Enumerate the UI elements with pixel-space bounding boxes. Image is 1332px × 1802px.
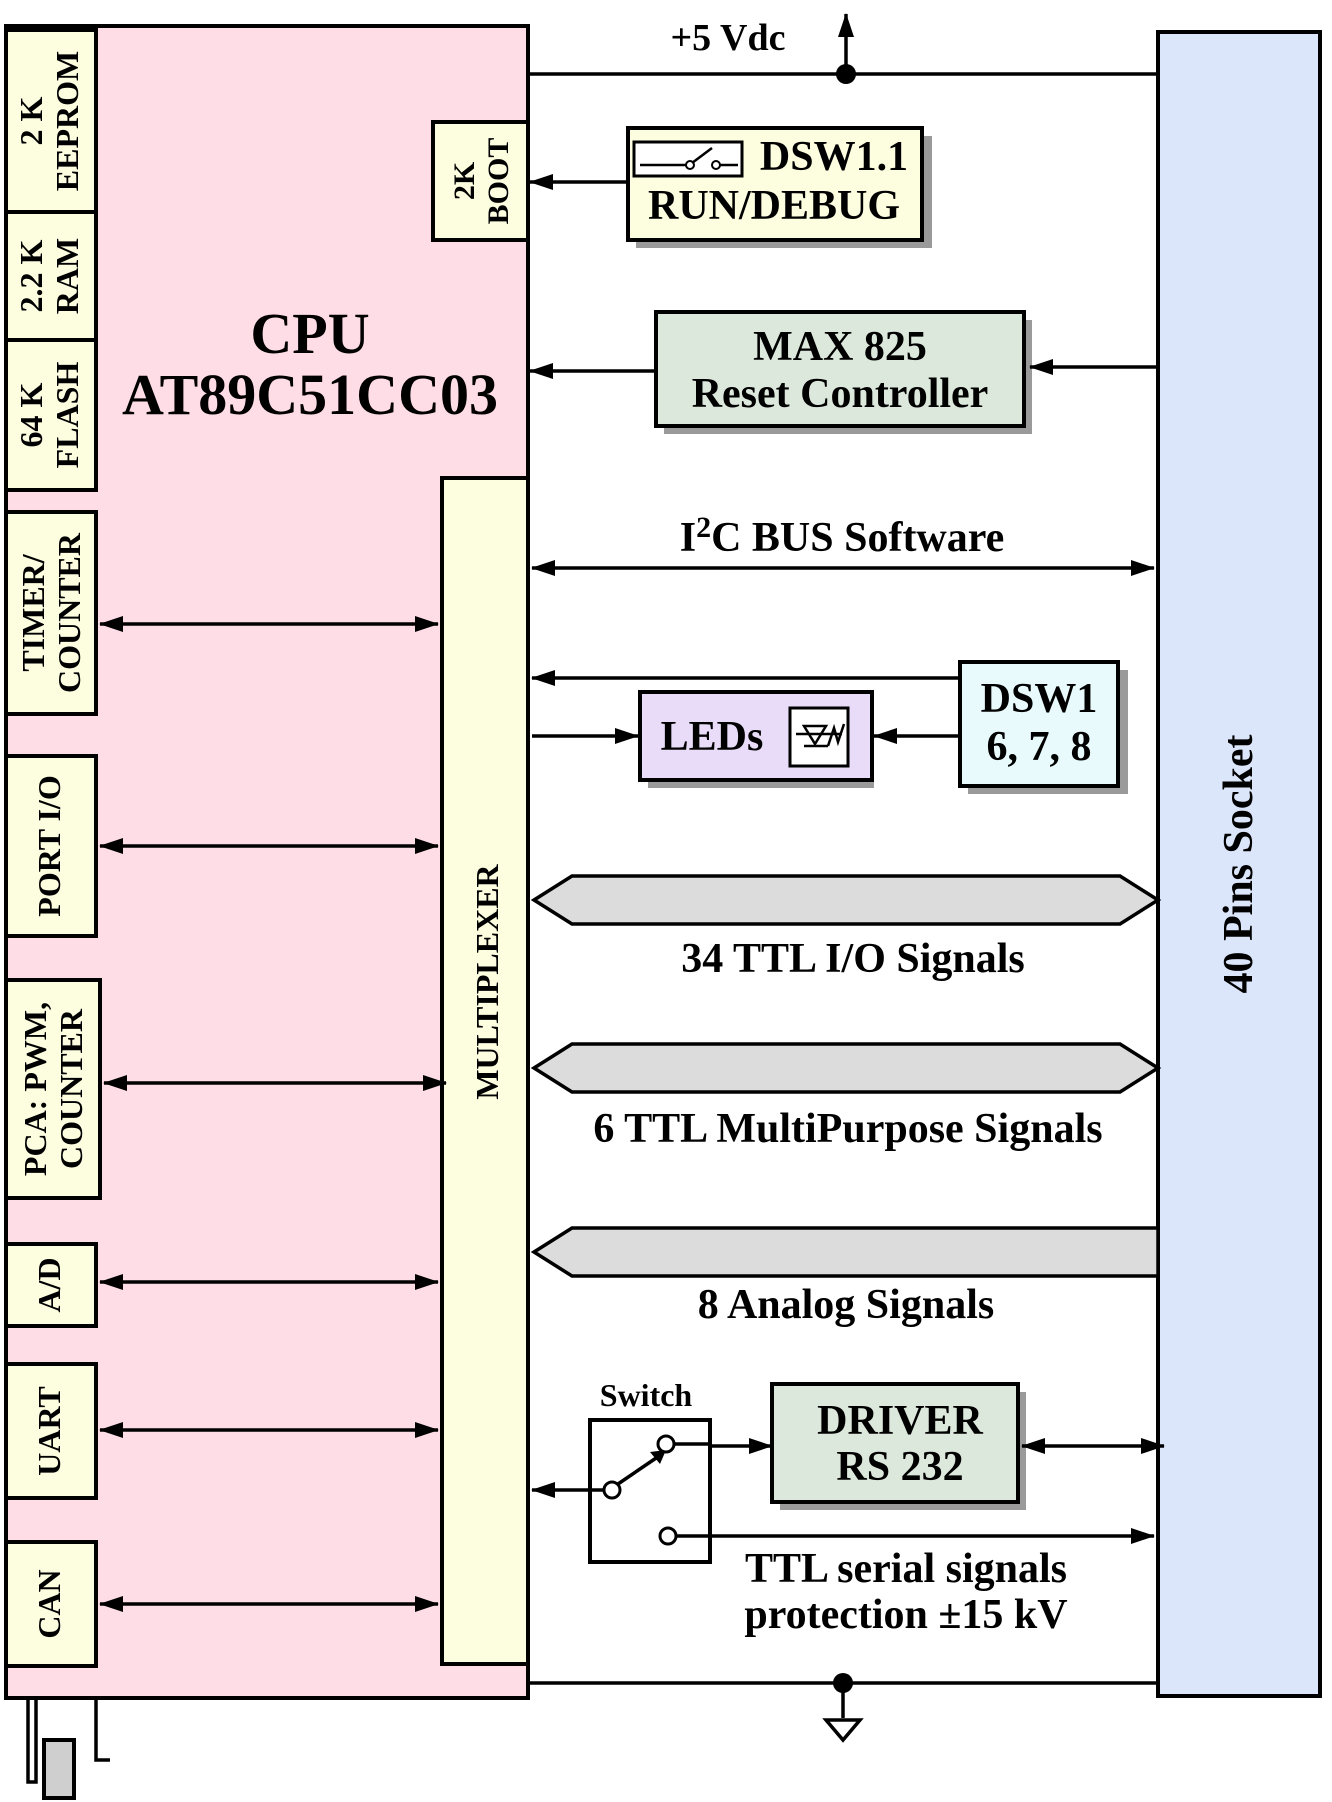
timer-label-1: TIMER/: [15, 553, 51, 671]
socket-block: [1156, 30, 1322, 1698]
dsw-leds-label-2: 6, 7, 8: [987, 724, 1092, 770]
switch-label: Switch: [600, 1377, 693, 1413]
max825-label-2: Reset Controller: [692, 371, 989, 417]
analog-bus: [530, 1226, 1160, 1278]
pca-label-2: COUNTER: [53, 1008, 89, 1169]
multiplexer-block: [440, 476, 530, 1666]
max825-label-1: MAX 825: [753, 324, 927, 370]
ttl-serial-label-1: TTL serial signals: [745, 1546, 1067, 1592]
driver-label-1: DRIVER: [817, 1398, 983, 1444]
driver-label-2: RS 232: [836, 1444, 963, 1490]
uart-module: [4, 1362, 98, 1500]
boot-type: BOOT: [482, 138, 515, 225]
power-label: +5 Vdc: [671, 17, 786, 59]
switch-icon: [602, 1434, 678, 1546]
analog-label: 8 Analog Signals: [698, 1282, 994, 1328]
max825-block: [654, 310, 1026, 428]
ttl-serial-label-2: protection ±15 kV: [744, 1592, 1067, 1638]
dsw-debug-label-2: RUN/DEBUG: [648, 183, 900, 229]
led-icon: [788, 706, 850, 768]
multiplexer-label: MULTIPLEXER: [469, 863, 505, 1099]
ground-rail-bottom: [528, 1673, 1158, 1743]
i2c-prefix: I: [680, 515, 696, 561]
ad-label: A/D: [31, 1257, 67, 1312]
ttl-io-bus: [530, 874, 1162, 926]
flash-module: [4, 338, 98, 492]
cpu-title: CPU: [250, 301, 369, 366]
pca-label-1: PCA: PWM,: [17, 1002, 53, 1176]
ttl-io-label: 34 TTL I/O Signals: [681, 936, 1025, 982]
cpu-model: AT89C51CC03: [122, 362, 498, 427]
ram-type: RAM: [49, 238, 85, 314]
port-io-module: [4, 754, 98, 938]
ram-size: 2.2 K: [13, 239, 49, 312]
uart-label: UART: [31, 1386, 67, 1476]
dsw-leds-block: [958, 660, 1120, 788]
eeprom-module: [4, 28, 98, 214]
ttl-multi-label: 6 TTL MultiPurpose Signals: [593, 1106, 1102, 1152]
i2c-suffix: C BUS Software: [711, 515, 1004, 561]
flash-type: FLASH: [49, 362, 85, 469]
socket-label: 40 Pins Socket: [1216, 734, 1262, 993]
connector-icon: [26, 1700, 110, 1800]
boot-module: [431, 120, 530, 242]
can-module: [4, 1540, 98, 1668]
i2c-superscript: 2: [696, 511, 711, 544]
timer-label-2: COUNTER: [51, 532, 87, 693]
leds-label: LEDs: [661, 714, 764, 760]
can-label: CAN: [31, 1569, 67, 1638]
ttl-multi-bus: [530, 1042, 1162, 1094]
boot-size: 2K: [448, 161, 481, 200]
driver-block: [770, 1382, 1020, 1504]
dsw-leds-label-1: DSW1: [981, 676, 1098, 722]
ground-icon: [822, 1718, 864, 1743]
switch-to-driver-arrow: [674, 1438, 773, 1454]
dsw-debug-label-1: DSW1.1: [760, 134, 908, 180]
i2c-label: I2C BUS Software: [680, 511, 1005, 561]
flash-size: 64 K: [13, 382, 49, 447]
power-rail-top: [528, 13, 1158, 84]
eeprom-size: 2 K: [13, 96, 49, 145]
eeprom-type: EEPROM: [49, 51, 85, 191]
timer-module: [4, 510, 98, 716]
pca-module: [4, 978, 102, 1200]
dip-switch-icon: [632, 140, 744, 178]
ad-module: [4, 1242, 98, 1328]
port-io-label: PORT I/O: [31, 775, 67, 916]
